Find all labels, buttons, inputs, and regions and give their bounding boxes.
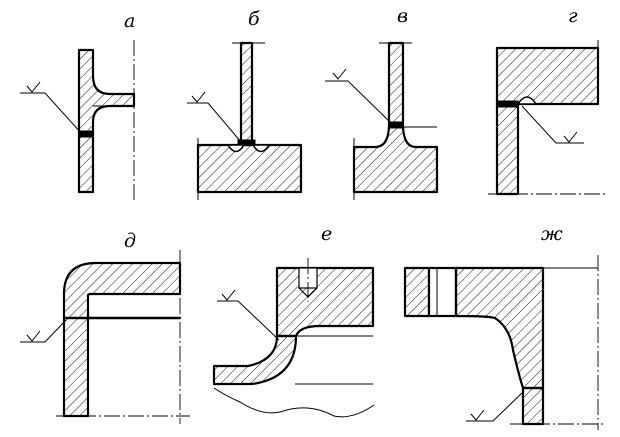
part-zh-wall (521, 386, 545, 426)
part-b-stem (239, 41, 254, 147)
weld-seam-v (388, 121, 404, 129)
label-g: г (568, 5, 578, 27)
leader-line-b (187, 102, 242, 143)
panel-a: а (20, 10, 135, 200)
weld-mark-b (191, 91, 206, 103)
part-d-bend (62, 261, 182, 320)
panel-e: е (212, 223, 375, 418)
label-v: в (397, 5, 408, 27)
panel-g: г (488, 5, 606, 196)
leader-line-a (20, 92, 83, 135)
part-d-wall (62, 316, 90, 418)
weld-mark-d (26, 330, 41, 342)
part-e-flange (275, 266, 375, 338)
leader-line-g (521, 105, 584, 144)
weld-seam-g (496, 100, 519, 108)
part-b-base (196, 143, 303, 194)
leader-line-d (20, 319, 67, 343)
label-zh: ж (541, 223, 563, 245)
panel-d: д (20, 230, 190, 424)
label-a: а (124, 10, 135, 32)
weld-mark-g (563, 131, 578, 143)
groove-right-b (251, 144, 271, 153)
part-g-top (495, 46, 600, 106)
part-zh-lug (403, 266, 431, 318)
leader-line-zh (466, 390, 525, 422)
break-line-e (213, 387, 375, 418)
part-g-wall (495, 102, 520, 196)
part-e-shell (212, 334, 298, 386)
part-zh-gap (427, 266, 458, 318)
weld-mark-a (26, 81, 41, 93)
label-e: е (321, 223, 332, 245)
weld-seam-b (237, 139, 256, 146)
weld-seam-a (78, 130, 94, 138)
part-v-stem (387, 41, 405, 126)
leader-line-v (325, 80, 393, 125)
weld-mark-v (332, 68, 347, 80)
panel-b: б (187, 8, 303, 200)
part-zh-body (454, 266, 545, 390)
weld-mark-e (221, 289, 236, 301)
label-b: б (248, 8, 260, 30)
part-v-base (352, 122, 439, 194)
leader-line-e (217, 300, 280, 341)
panel-v: в (325, 5, 439, 200)
panel-zh: ж (403, 223, 606, 430)
label-d: д (124, 230, 136, 252)
groove-g (516, 96, 538, 105)
weld-mark-zh (470, 409, 485, 421)
part-a-stem (77, 48, 136, 194)
